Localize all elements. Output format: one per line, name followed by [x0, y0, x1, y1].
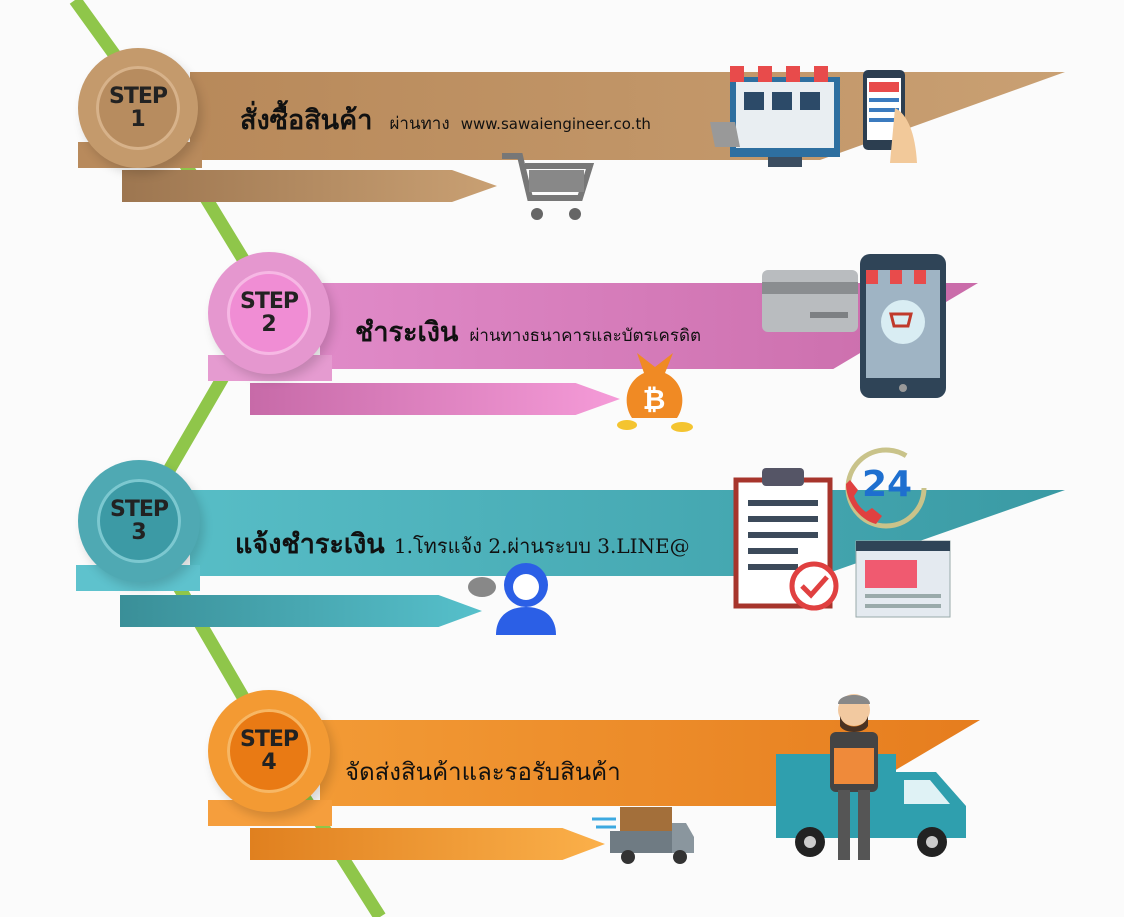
- step-2-title: ชำระเงิน: [355, 317, 459, 348]
- step-label: STEP: [108, 83, 168, 109]
- 24h-phone-icon: 24: [836, 444, 931, 534]
- mobile-cart-icon: [858, 252, 948, 400]
- step-1-title: สั่งซื้อสินค้า: [240, 105, 373, 136]
- clipboard-check-icon: [732, 462, 842, 612]
- step-label: STEP: [109, 496, 169, 522]
- step-number: 2: [261, 312, 277, 337]
- money-bag-icon: ₿: [612, 345, 697, 435]
- step-3-arrow: [120, 595, 482, 627]
- shopping-cart-icon: [497, 148, 597, 223]
- support-agent-icon: [462, 555, 562, 637]
- svg-text:₿: ₿: [643, 383, 666, 416]
- step-number: 4: [261, 750, 277, 775]
- 24h-badge: 24: [862, 464, 913, 505]
- website-link[interactable]: www.sawaiengineer.co.th: [460, 115, 651, 133]
- step-1-subtitle: ผ่านทาง: [389, 114, 450, 134]
- delivery-man-truck-icon: [772, 690, 972, 868]
- credit-card-icon: [760, 268, 860, 334]
- step-3-subtitle: 1.โทรแจ้ง 2.ผ่านระบบ 3.LINE@: [393, 534, 690, 558]
- mobile-shop-icon: [855, 68, 920, 168]
- step-label: STEP: [239, 288, 299, 314]
- step-4-title: จัดส่งสินค้าและรอรับสินค้า: [345, 758, 621, 786]
- step-3-circle: STEP 3: [78, 460, 200, 582]
- online-shop-icon: [700, 62, 860, 172]
- step-number: 1: [130, 107, 146, 132]
- step-1-arrow: [122, 170, 497, 202]
- step-2-arrow: [250, 383, 620, 415]
- step-label: STEP: [239, 726, 299, 752]
- browser-window-icon: [855, 540, 951, 618]
- step-number: 3: [131, 520, 147, 545]
- step-1-circle: STEP 1: [78, 48, 198, 168]
- step-2-subtitle: ผ่านทางธนาคารและบัตรเครดิต: [469, 326, 702, 346]
- delivery-truck-icon: [590, 805, 695, 867]
- step-4-arrow: [250, 828, 605, 860]
- step-4-circle: STEP 4: [208, 690, 330, 812]
- step-2-circle: STEP 2: [208, 252, 330, 374]
- step-3-title: แจ้งชำระเงิน: [235, 529, 385, 560]
